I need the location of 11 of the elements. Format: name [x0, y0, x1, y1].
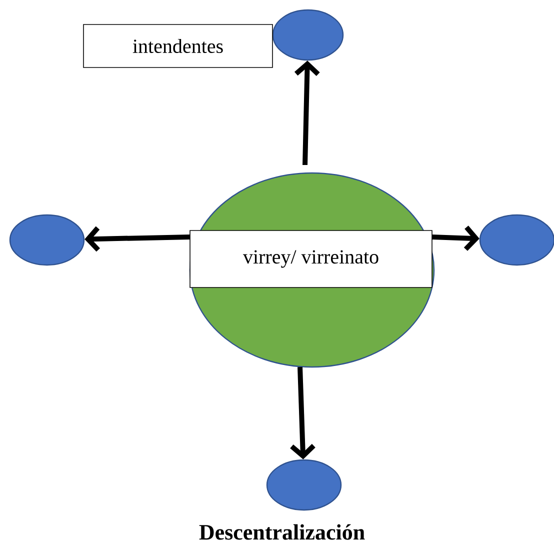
ellipse-node: virrey/ virreinato	[189, 172, 435, 368]
ellipse	[266, 459, 342, 511]
ellipse	[479, 214, 554, 266]
arrow	[294, 60, 320, 166]
arrow	[84, 226, 190, 252]
arrow	[290, 366, 316, 460]
caption: Descentralización	[199, 524, 365, 540]
ellipse	[9, 214, 85, 266]
ellipse	[272, 9, 344, 61]
arrow	[432, 226, 480, 251]
text-box: intendentes	[83, 24, 273, 68]
